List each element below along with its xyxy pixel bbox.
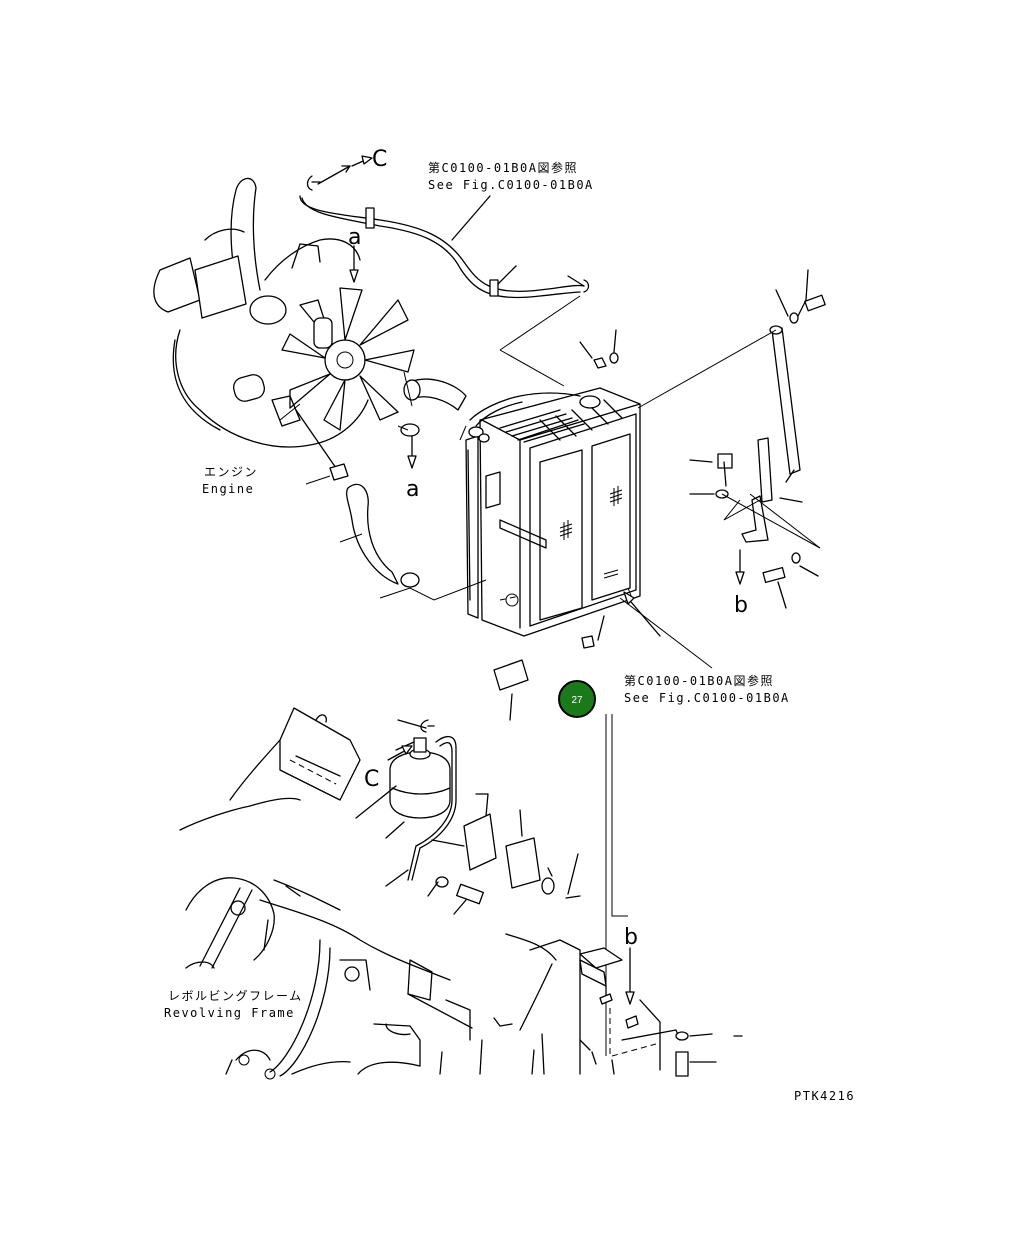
engine-label-en: Engine <box>202 482 254 496</box>
marker-b-lower: b <box>624 925 638 950</box>
reference-mid-jp: 第C0100-01B0A図参照 <box>624 673 774 688</box>
marker-b-right: b <box>734 593 748 618</box>
callout-badge[interactable] <box>558 680 596 718</box>
drawing-code: PTK4216 <box>794 1089 855 1103</box>
radiator-stay <box>689 269 826 609</box>
callout-number[interactable]: 27 <box>571 695 583 706</box>
reference-top-en: See Fig.C0100-01B0A <box>428 178 594 192</box>
radiator-assembly <box>465 329 641 721</box>
marker-a-top: a <box>348 225 361 250</box>
reference-mid-en: See Fig.C0100-01B0A <box>624 691 790 705</box>
engine-assembly <box>153 177 467 588</box>
marker-c-lower: C <box>364 767 379 792</box>
frame-label-jp: レボルビングフレーム <box>168 989 303 1003</box>
direction-arrows <box>349 155 745 1005</box>
frame-label-en: Revolving Frame <box>164 1006 295 1020</box>
marker-a-lower: a <box>406 477 419 502</box>
reserve-tank <box>355 719 581 915</box>
part-callout-27[interactable]: 27 <box>558 680 596 718</box>
revolving-frame <box>179 707 743 1080</box>
wire-harness <box>299 165 590 299</box>
engine-label-jp: エンジン <box>204 465 258 479</box>
marker-c-top: C <box>372 147 387 172</box>
cooling-fan <box>281 287 415 431</box>
reference-top-jp: 第C0100-01B0A図参照 <box>428 160 578 175</box>
